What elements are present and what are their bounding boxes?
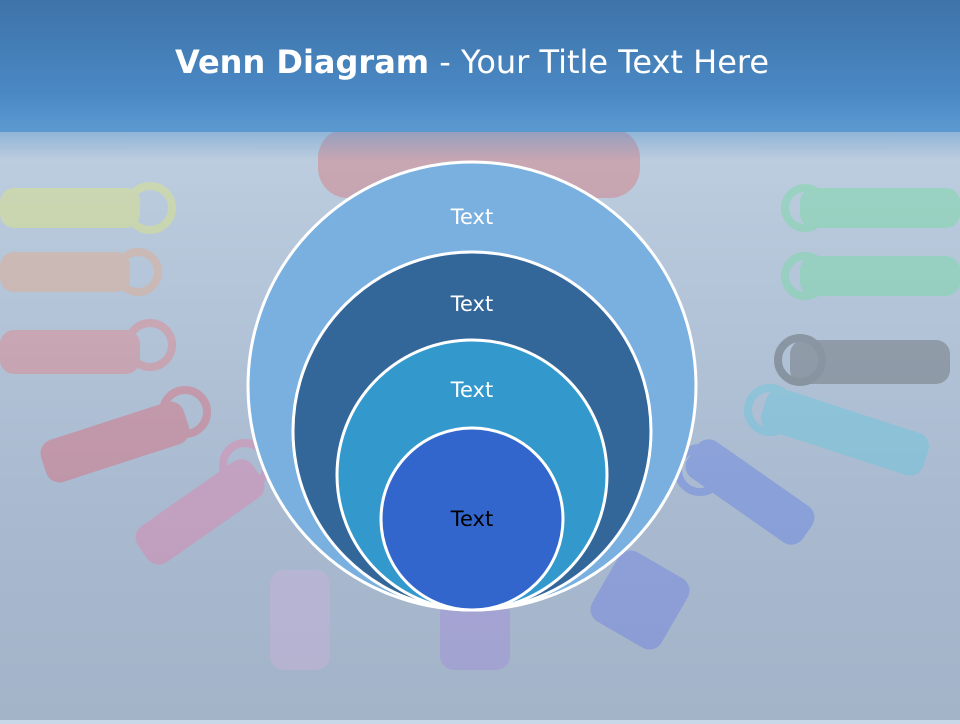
slide-title-bold: Venn Diagram (174, 43, 430, 81)
slide-title: Venn Diagram - Your Title Text Here (0, 40, 944, 84)
slide-title-rest: - Your Title Text Here (429, 43, 770, 81)
ring-2-label: Text (450, 292, 493, 316)
ring-3-label: Text (450, 378, 493, 402)
ring-4-circle (379, 426, 565, 612)
title-banner-fade (0, 120, 960, 160)
ring-4-label: Text (450, 507, 493, 531)
ring-1-label: Text (450, 205, 493, 229)
title-banner (0, 0, 960, 132)
